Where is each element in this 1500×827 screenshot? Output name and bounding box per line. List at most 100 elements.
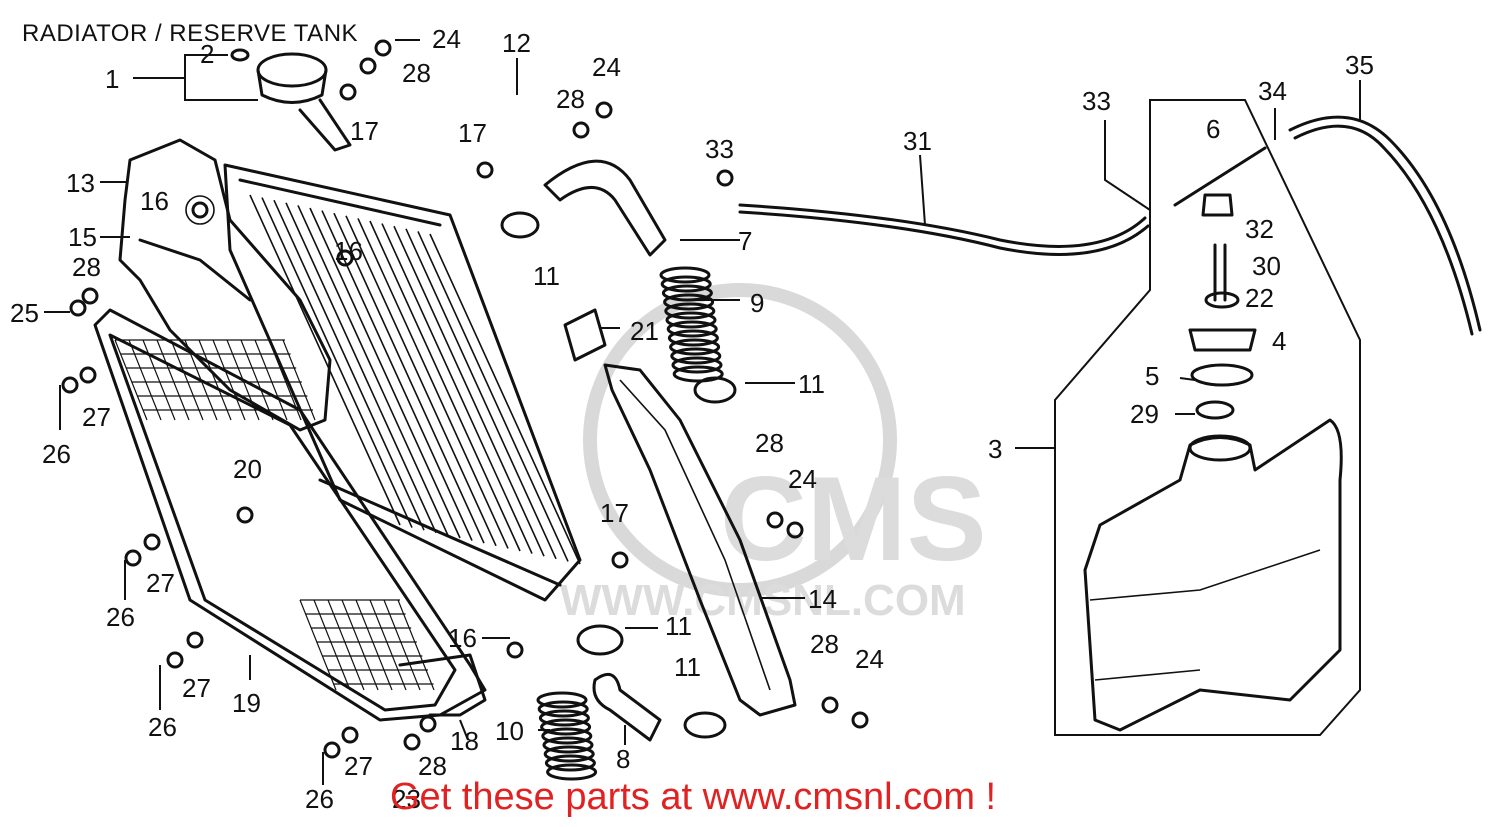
fastener <box>336 249 354 267</box>
callout-1: 1 <box>105 64 119 94</box>
mesh-strand <box>170 339 204 421</box>
fastener <box>124 549 142 567</box>
fastener <box>61 376 79 394</box>
mesh-strand <box>313 599 351 691</box>
radiator-fin <box>429 233 581 565</box>
mesh-strand <box>156 339 190 421</box>
fastener <box>611 551 629 569</box>
callout-32: 32 <box>1245 214 1274 244</box>
fasteners <box>61 39 869 759</box>
fastener <box>341 726 359 744</box>
fastener <box>821 696 839 714</box>
callout-20: 20 <box>233 454 262 484</box>
callout-16: 16 <box>140 186 169 216</box>
callout-29: 29 <box>1130 399 1159 429</box>
mesh-strand <box>299 599 337 691</box>
spring-coil <box>541 727 593 745</box>
radiator-guard <box>93 308 487 722</box>
fastener <box>786 521 804 539</box>
spring-coil <box>546 763 598 781</box>
callout-33: 33 <box>1082 86 1111 116</box>
callout-21: 21 <box>630 316 659 346</box>
diagram-title: RADIATOR / RESERVE TANK <box>22 20 359 47</box>
radiator-fin <box>345 215 497 547</box>
cmsnl-watermark: CMS WWW.CMSNL.COM <box>560 283 987 625</box>
spring-10 <box>536 691 598 781</box>
pad-21 <box>563 308 607 362</box>
spring-coil <box>667 329 719 347</box>
callout-28: 28 <box>72 252 101 282</box>
radiator-fin <box>261 197 413 528</box>
radiator-fin <box>417 231 569 562</box>
callout-26: 26 <box>42 439 71 469</box>
tank-cap-assembly <box>1173 146 1267 420</box>
fastener <box>69 299 87 317</box>
callout-28: 28 <box>402 58 431 88</box>
callout-24: 24 <box>432 24 461 54</box>
callout-28: 28 <box>556 84 585 114</box>
spring-coil <box>542 736 594 754</box>
fastener <box>166 651 184 669</box>
callout-11: 11 <box>665 611 692 641</box>
fastener <box>339 83 357 101</box>
mesh-strand <box>282 339 316 421</box>
callout-33: 33 <box>705 134 734 164</box>
reserve-tank <box>1083 418 1343 732</box>
watermark-brand: CMS <box>720 452 987 586</box>
spring-coil <box>671 356 723 374</box>
mesh-strand <box>369 599 407 691</box>
fastener <box>323 741 341 759</box>
mesh-strand <box>114 339 148 421</box>
callout-5: 5 <box>1145 361 1159 391</box>
radiator-fin <box>405 228 557 560</box>
fastener <box>143 533 161 551</box>
cta-banner[interactable]: Get these parts at www.cmsnl.com ! <box>390 776 997 818</box>
callout-14: 14 <box>808 584 837 614</box>
callout-13: 13 <box>66 168 95 198</box>
spring-coil <box>536 691 588 709</box>
callout-16: 16 <box>334 236 363 266</box>
spring-coil <box>537 700 589 718</box>
callout-30: 30 <box>1252 251 1281 281</box>
fastener <box>419 715 437 733</box>
callout-17: 17 <box>600 498 629 528</box>
fastener <box>595 101 613 119</box>
callout-27: 27 <box>344 751 373 781</box>
callout-11: 11 <box>798 369 825 399</box>
callout-22: 22 <box>1245 283 1274 313</box>
callout-labels: 1 2 24 28 17 12 24 28 17 13 16 15 16 11 … <box>10 24 1374 814</box>
radiator-fin <box>285 202 437 534</box>
mesh-strand <box>254 339 288 421</box>
callout-28: 28 <box>810 629 839 659</box>
callout-24: 24 <box>592 52 621 82</box>
mesh-strand <box>341 599 379 691</box>
spring-coil <box>660 275 712 293</box>
mesh-strand <box>268 339 302 421</box>
callout-6: 6 <box>1206 114 1220 144</box>
fastener <box>716 169 734 187</box>
radiator-cap <box>230 48 352 152</box>
callout-19: 19 <box>232 688 261 718</box>
mesh-strand <box>128 339 162 421</box>
spring-coil <box>661 284 713 302</box>
spring-coil <box>538 709 590 727</box>
side-cover <box>603 363 797 717</box>
radiator-fin <box>249 194 401 526</box>
hose-clamps <box>500 211 737 739</box>
lower-hose <box>592 672 662 742</box>
fastener <box>81 287 99 305</box>
mesh-strand <box>184 339 218 421</box>
callout-2: 2 <box>200 39 214 69</box>
spring-coil <box>543 745 595 763</box>
callout-26: 26 <box>305 784 334 814</box>
mesh-strand <box>240 339 274 421</box>
callout-24: 24 <box>855 644 884 674</box>
fastener <box>766 511 784 529</box>
radiator-fin <box>309 207 461 539</box>
spring-coil <box>544 754 596 772</box>
callout-18: 18 <box>450 726 479 756</box>
spring-coil <box>659 266 711 284</box>
callout-16: 16 <box>448 623 477 653</box>
callout-27: 27 <box>146 568 175 598</box>
